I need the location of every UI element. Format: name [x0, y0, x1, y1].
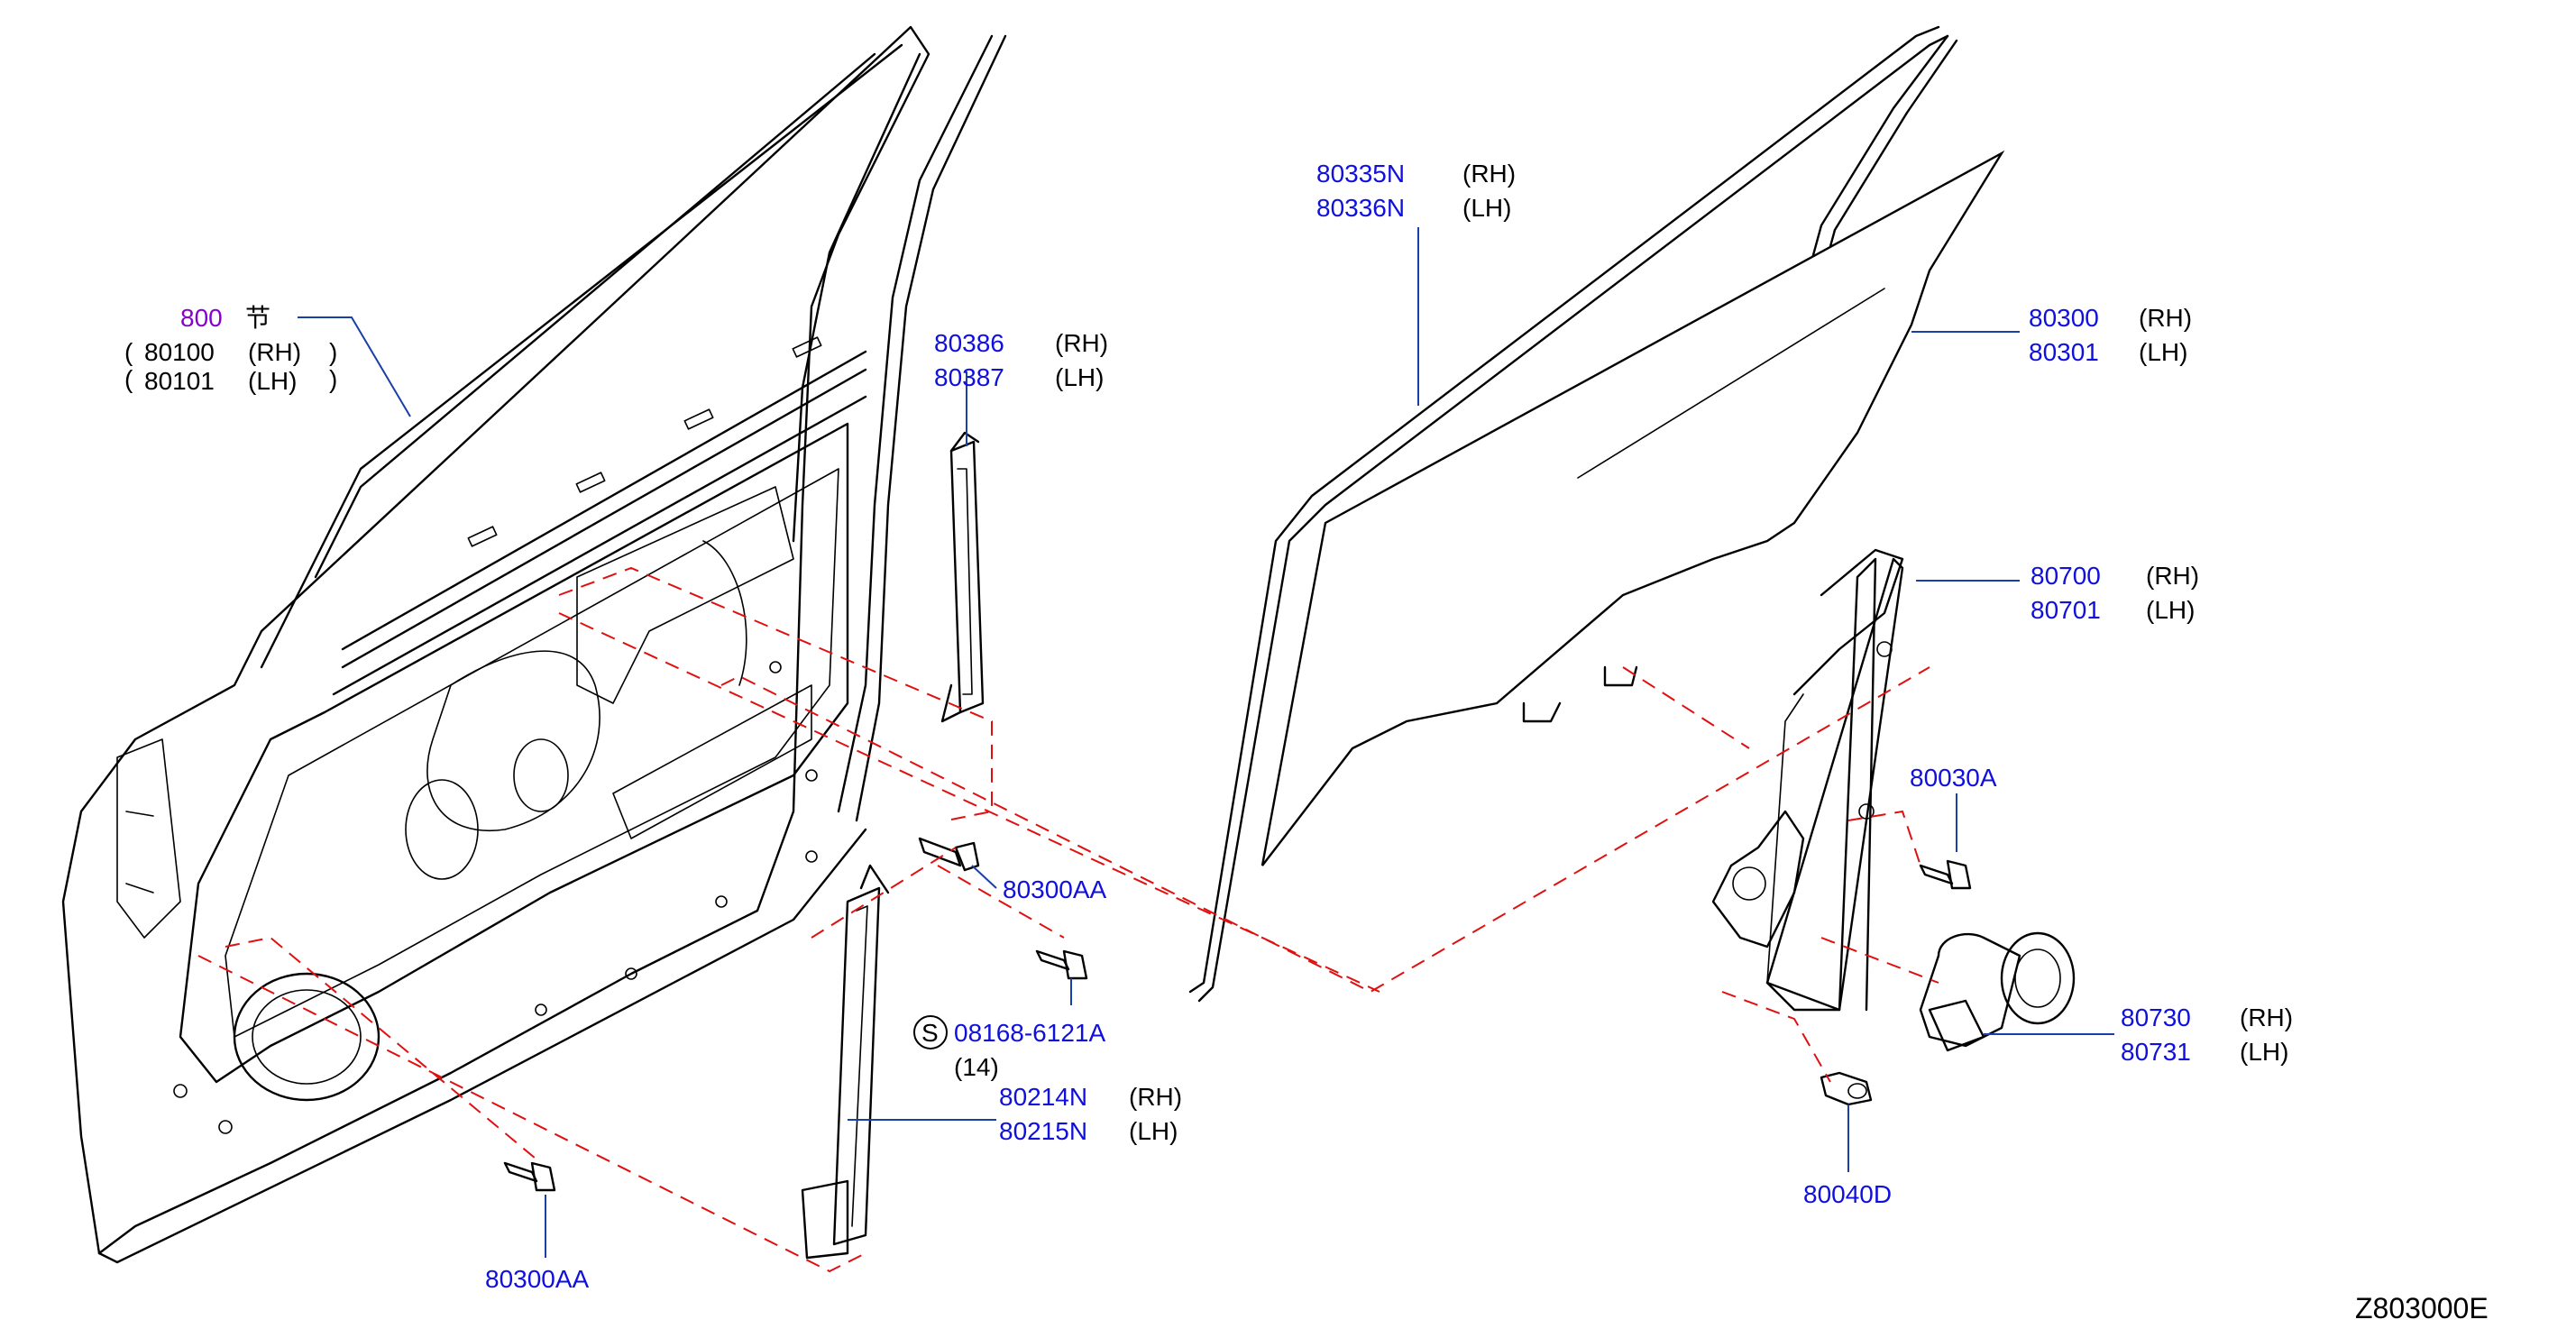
callout-door-glass: 80300 (RH) 80301 (LH) — [2029, 304, 2192, 366]
callout-door-panel: 800 节 ( ( 80100 (RH) 80101 (LH) ) ) — [124, 304, 337, 395]
lh-side-label: (LH) — [2139, 338, 2187, 366]
rh-side-label: (RH) — [2146, 562, 2199, 590]
callout-motor: 80730 (RH) 80731 (LH) — [2121, 1004, 2293, 1066]
rh-part-number[interactable]: 80700 — [2031, 562, 2101, 590]
lh-part-number[interactable]: 80301 — [2029, 338, 2099, 366]
callout-bolt-80300aa-upper: 80300AA — [1003, 875, 1107, 903]
bolt-80300aa-upper — [918, 837, 980, 872]
callout-rear-sash: 80386 (RH) 80387 (LH) — [934, 329, 1108, 391]
rh-part-number[interactable]: 80730 — [2121, 1004, 2191, 1031]
part-number[interactable]: 08168-6121A — [954, 1019, 1105, 1047]
front-sash-drawing — [801, 864, 890, 1260]
callout-front-sash: 80214N (RH) 80215N (LH) — [999, 1083, 1182, 1145]
lh-side-label: (LH) — [1462, 194, 1511, 222]
lh-side-label: (LH) — [1129, 1117, 1178, 1145]
bolt-80300aa-lower — [503, 1161, 556, 1192]
lh-part-number: 80101 — [144, 367, 215, 395]
lh-part-number[interactable]: 80731 — [2121, 1038, 2191, 1066]
rh-part-number[interactable]: 80300 — [2029, 304, 2099, 332]
leader-lines — [298, 227, 2114, 1258]
regulator-drawing — [1711, 548, 1904, 1012]
rh-side-label: (RH) — [248, 338, 301, 366]
rh-side-label: (RH) — [2139, 304, 2192, 332]
door-glass-drawing — [1260, 150, 2005, 866]
close-paren: ) — [329, 365, 337, 393]
callout-bolt-80300aa-lower: 80300AA — [485, 1265, 590, 1293]
bolt-80030a — [1919, 859, 1972, 890]
rh-part-number[interactable]: 80214N — [999, 1083, 1087, 1111]
group-symbol: 节 — [245, 304, 270, 332]
rh-side-label: (RH) — [1055, 329, 1108, 357]
bolt-08168 — [1035, 949, 1088, 980]
callout-bolt-80030a: 80030A — [1910, 764, 1997, 792]
lh-part-number[interactable]: 80336N — [1316, 194, 1405, 222]
lh-part-number[interactable]: 80701 — [2031, 596, 2101, 624]
rh-part-number[interactable]: 80386 — [934, 329, 1004, 357]
part-number[interactable]: 80300AA — [485, 1265, 590, 1293]
bolt-80040d — [1820, 1071, 1873, 1106]
standard-part-symbol: S — [921, 1019, 939, 1047]
callout-glass-run: 80335N (RH) 80336N (LH) — [1316, 160, 1516, 222]
lh-side-label: (LH) — [2240, 1038, 2288, 1066]
rear-sash-drawing — [940, 431, 985, 723]
part-number[interactable]: 80300AA — [1003, 875, 1107, 903]
lh-side-label: (LH) — [1055, 363, 1104, 391]
lh-side-label: (LH) — [248, 367, 297, 395]
assembly-reference-lines — [197, 566, 1939, 1273]
callout-bolt-08168: S 08168-6121A (14) — [913, 1015, 1105, 1081]
callout-regulator: 80700 (RH) 80701 (LH) — [2031, 562, 2199, 624]
part-number[interactable]: 80030A — [1910, 764, 1997, 792]
quantity: (14) — [954, 1053, 999, 1081]
open-paren: ( — [124, 338, 133, 366]
lh-side-label: (LH) — [2146, 596, 2195, 624]
rh-side-label: (RH) — [1462, 160, 1516, 188]
rh-part-number: 80100 — [144, 338, 215, 366]
standard-part-circle-icon — [913, 1015, 948, 1049]
rh-part-number[interactable]: 80335N — [1316, 160, 1405, 188]
open-paren: ( — [124, 365, 133, 393]
lh-part-number[interactable]: 80387 — [934, 363, 1004, 391]
rh-side-label: (RH) — [2240, 1004, 2293, 1031]
close-paren: ) — [329, 338, 337, 366]
diagram-code: Z803000E — [2355, 1292, 2489, 1324]
group-number: 800 — [180, 304, 223, 332]
part-number[interactable]: 80040D — [1803, 1180, 1892, 1208]
rh-side-label: (RH) — [1129, 1083, 1182, 1111]
door-panel-drawing — [61, 25, 1007, 1264]
motor-drawing — [1919, 931, 2076, 1052]
callout-bolt-80040d: 80040D — [1803, 1180, 1892, 1208]
lh-part-number[interactable]: 80215N — [999, 1117, 1087, 1145]
